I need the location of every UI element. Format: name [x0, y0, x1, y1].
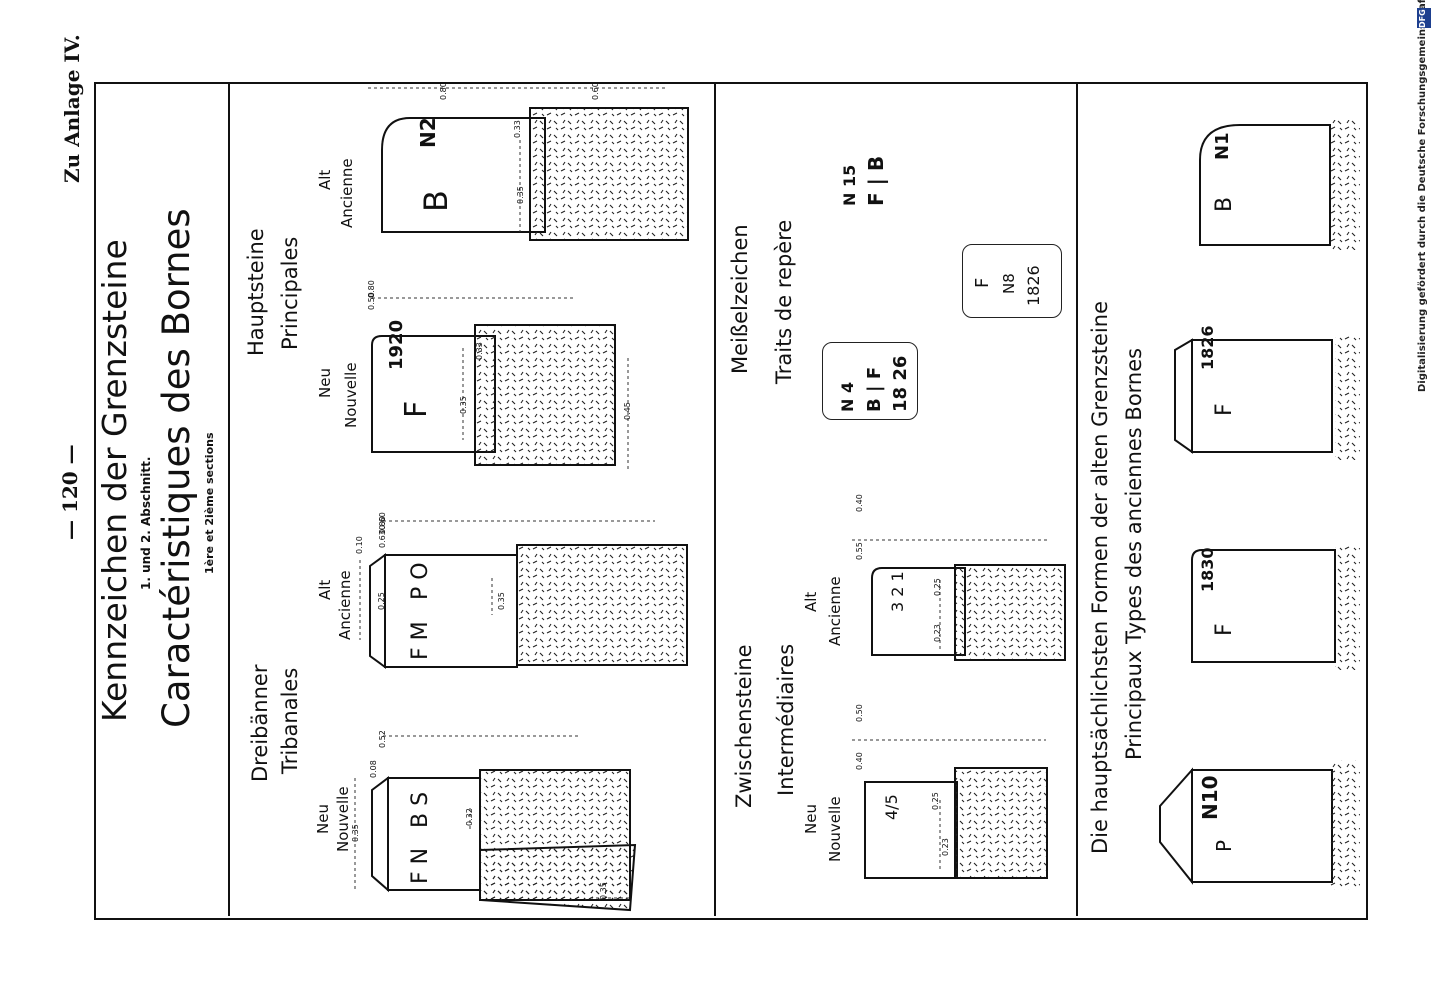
label-intermediaires: Intermédiaires — [774, 643, 798, 796]
dim-1c-1: 0.80 — [367, 280, 376, 298]
mark-stamp-2 — [962, 244, 1062, 318]
label-zwischensteine: Zwischensteine — [732, 644, 756, 808]
dim-2b-0: 0.55 — [855, 542, 864, 560]
mark-2-line-2: 1826 — [1024, 265, 1043, 306]
title-de-sub: 1. und 2. Abschnitt. — [139, 456, 153, 590]
title-fr-sub: 1ère et 2ième sections — [203, 432, 216, 574]
dim-1b-1: 0.25 — [377, 592, 386, 610]
dim-2a-1: 0.50 — [855, 704, 864, 722]
label-hauptsteine: Hauptsteine — [244, 228, 268, 356]
mark-1-line-1: B | F — [864, 366, 885, 412]
type-4-top: N1 — [1212, 132, 1233, 160]
tag-ancienne-1d: Ancienne — [338, 158, 356, 228]
type-1-top: N10 — [1198, 775, 1222, 820]
mark-3-line-1: F | B — [864, 155, 888, 206]
label-meisselzeichen: Meißelzeichen — [728, 224, 752, 374]
label-traits-de-repere: Traits de repère — [772, 219, 796, 384]
label-tribanales: Tribanales — [278, 667, 302, 774]
dim-2a-0: 0.40 — [855, 752, 864, 770]
dfg-logo — [1417, 8, 1431, 28]
face-tribanal-old-b: P O — [408, 562, 433, 600]
dim-1a-1: 0.52 — [378, 730, 387, 748]
face-intermediate-old: 3 2 1 — [888, 571, 907, 612]
type-3-top: 1826 — [1198, 325, 1217, 370]
dim-1c-4: 0.45 — [623, 402, 632, 420]
label-dreibaenner: Dreibänner — [248, 664, 272, 782]
type-4-face: B — [1212, 196, 1237, 212]
dim-1b-0: 0.10 — [355, 536, 364, 554]
mark-1-line-2: 18 26 — [890, 355, 911, 412]
dim-1b-4: 0.35 — [497, 592, 506, 610]
tag-nouvelle-1a: Nouvelle — [334, 786, 352, 852]
face-tribanal-old-a: F M — [408, 621, 433, 660]
type-3-face: F — [1212, 403, 1237, 416]
tag-neu-1c: Neu — [316, 368, 334, 398]
face-tribanal-new-b: B S — [408, 791, 433, 828]
mark-3-line-0: N 15 — [840, 164, 859, 206]
face-principal-old-a: B — [417, 190, 455, 212]
dfg-logo-text: DFG — [1418, 9, 1427, 28]
face-principal-new-a: F — [399, 400, 434, 418]
appendix-label: Zu Anlage IV. — [60, 34, 84, 183]
dim-1d-0: 0.80 — [439, 82, 448, 100]
plate-frame — [94, 82, 1368, 920]
dim-1c-2: 0.35 — [459, 396, 468, 414]
dim-1c-3: 0.33 — [475, 342, 484, 360]
dim-1a-4: 0.32 — [465, 808, 474, 826]
dim-1b-3: 0.60 — [378, 512, 387, 530]
tag-neu-1a: Neu — [314, 804, 332, 834]
dim-2a-2: 0.25 — [931, 792, 940, 810]
dim-1d-2: 0.35 — [516, 186, 525, 204]
tag-nouvelle-1c: Nouvelle — [342, 362, 360, 428]
face-principal-new-b: 1920 — [386, 319, 407, 370]
label-principales: Principales — [278, 236, 302, 350]
tag-ancienne-2b: Ancienne — [826, 576, 844, 646]
mark-2-line-0: F — [972, 277, 993, 288]
dim-2a-3: 0.23 — [941, 838, 950, 856]
tag-alt-2b: Alt — [802, 591, 820, 612]
heading-main-types-de: Die hauptsächlichsten Formen der alten G… — [1088, 301, 1112, 854]
type-1-face: P — [1212, 839, 1236, 852]
tag-nouvelle-2a: Nouvelle — [826, 796, 844, 862]
divider-title — [228, 84, 230, 916]
heading-main-types-fr: Principaux Types des anciennes Bornes — [1122, 347, 1146, 760]
tag-alt-1d: Alt — [316, 169, 334, 190]
face-tribanal-new-a: F N — [408, 847, 433, 884]
dim-2b-2: 0.25 — [933, 578, 942, 596]
mark-stamp-1 — [822, 342, 918, 420]
dim-2b-3: 0.23 — [933, 624, 942, 642]
dim-1a-0: 0.35 — [351, 824, 360, 842]
type-2-top: 1830 — [1198, 547, 1217, 592]
face-principal-old-b: N2 — [416, 117, 440, 148]
dim-2b-1: 0.40 — [855, 494, 864, 512]
tag-neu-2a: Neu — [802, 804, 820, 834]
divider-section-2 — [1076, 84, 1078, 916]
dim-1a-5: 0.35 — [599, 882, 608, 900]
divider-section-1 — [714, 84, 716, 916]
dim-1d-3: 0.33 — [513, 120, 522, 138]
dim-1a-3: 0.08 — [369, 760, 378, 778]
face-intermediate-new: 4/5 — [882, 794, 901, 820]
mark-1-line-0: N 4 — [838, 381, 857, 412]
title-fr: Caractéristiques des Bornes — [155, 208, 198, 728]
tag-ancienne-1b: Ancienne — [336, 570, 354, 640]
dim-1d-1: 0.60 — [591, 82, 600, 100]
tag-alt-1b: Alt — [316, 579, 334, 600]
mark-2-line-1: N8 — [1000, 273, 1018, 294]
digitization-credit: Digitalisierung gefördert durch die Deut… — [1417, 0, 1428, 392]
type-2-face: F — [1212, 623, 1237, 636]
title-de: Kennzeichen der Grenzsteine — [95, 239, 134, 722]
page-number: — 120 — — [58, 444, 82, 540]
